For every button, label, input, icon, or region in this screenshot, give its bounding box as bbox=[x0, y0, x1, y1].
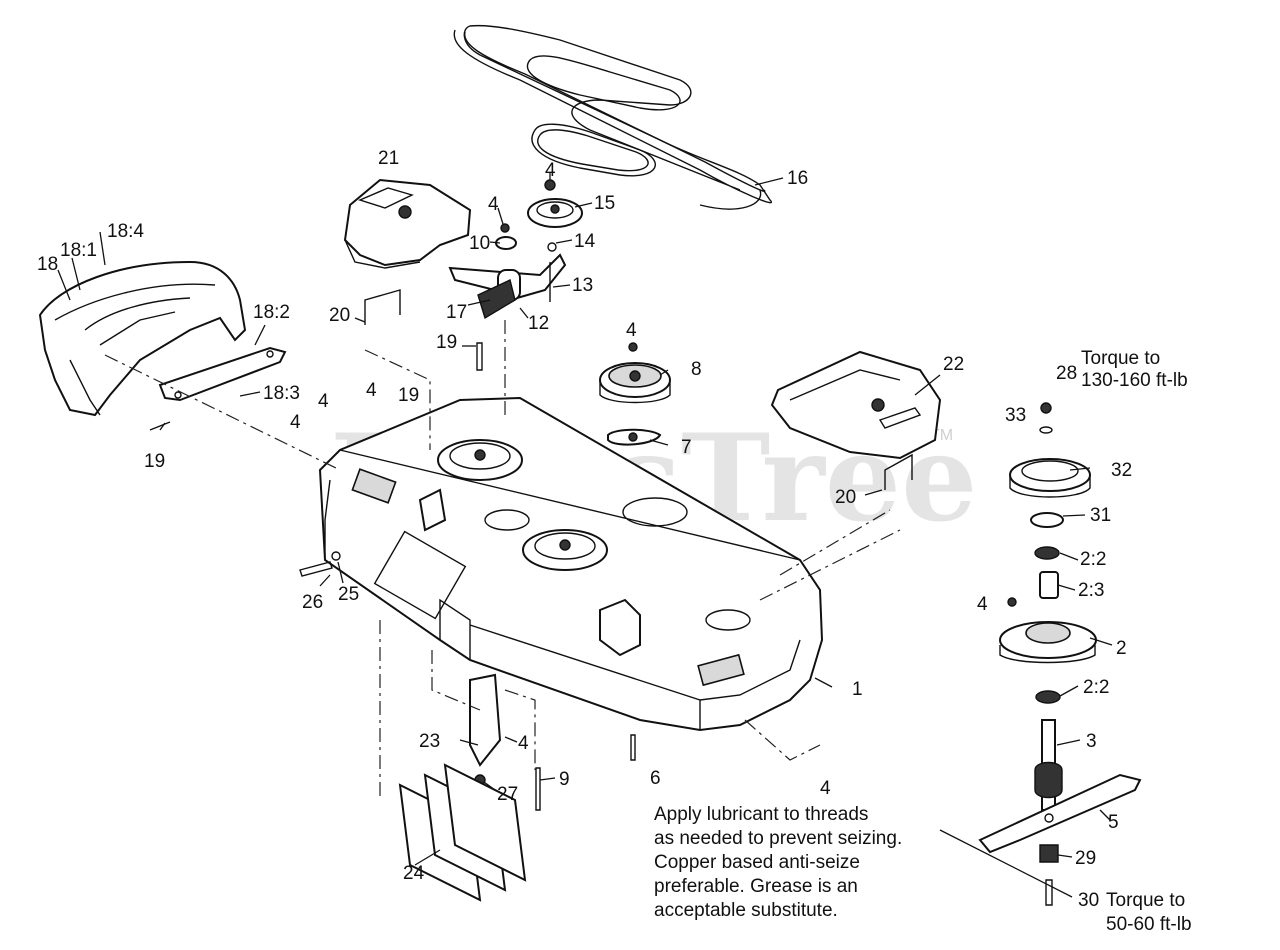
bolt-9 bbox=[535, 767, 541, 811]
washer-25 bbox=[331, 551, 341, 561]
callout-2-3: 2:3 bbox=[1078, 580, 1104, 601]
callout-28: 28 bbox=[1056, 363, 1077, 384]
callout-6: 6 bbox=[650, 768, 661, 789]
callout-32: 32 bbox=[1111, 460, 1132, 481]
bolt-6 bbox=[630, 734, 636, 761]
note-line3: Copper based anti-seize bbox=[654, 852, 860, 873]
callout-3: 3 bbox=[1086, 731, 1097, 752]
callout-4-g: 4 bbox=[977, 594, 988, 615]
callout-8: 8 bbox=[691, 359, 702, 380]
callout-18-3: 18:3 bbox=[263, 383, 300, 404]
blade-5 bbox=[978, 773, 1142, 906]
callout-4-i: 4 bbox=[820, 778, 831, 799]
callout-33: 33 bbox=[1005, 405, 1026, 426]
bolt-19-top bbox=[476, 342, 483, 371]
note-line1: Apply lubricant to threads bbox=[654, 804, 868, 825]
skid-plates-24 bbox=[398, 763, 527, 902]
note-line4: preferable. Grease is an bbox=[654, 876, 858, 897]
note-line5: acceptable substitute. bbox=[654, 900, 838, 921]
callout-4-d: 4 bbox=[366, 380, 377, 401]
callout-18: 18 bbox=[37, 254, 58, 275]
pin-20-right bbox=[884, 453, 913, 490]
callout-21: 21 bbox=[378, 148, 399, 169]
lubricant-note: Apply lubricant to threads as needed to … bbox=[654, 804, 902, 921]
torque-top-line2: 130-160 ft-lb bbox=[1081, 370, 1188, 391]
callout-17: 17 bbox=[446, 302, 467, 323]
bolt-26 bbox=[299, 561, 333, 577]
callout-4-a: 4 bbox=[545, 160, 556, 181]
callout-20-b: 20 bbox=[835, 487, 856, 508]
deck-cover-22 bbox=[770, 350, 942, 460]
alignment-lines bbox=[104, 320, 901, 800]
callout-10: 10 bbox=[469, 233, 490, 254]
torque-bottom-line1: Torque to bbox=[1106, 890, 1185, 911]
belt-16 bbox=[453, 24, 773, 210]
pin-19-left bbox=[149, 421, 171, 431]
callout-4-e: 4 bbox=[318, 391, 329, 412]
callout-27: 27 bbox=[497, 784, 518, 805]
callout-12: 12 bbox=[528, 313, 549, 334]
deck-cover-21 bbox=[343, 178, 472, 269]
callout-24: 24 bbox=[403, 863, 425, 884]
callout-30: 30 bbox=[1078, 890, 1099, 911]
torque-top-line1: Torque to bbox=[1081, 348, 1160, 369]
callout-22: 22 bbox=[943, 354, 964, 375]
deck-cover-18 bbox=[38, 260, 247, 417]
callout-18-4: 18:4 bbox=[107, 221, 144, 242]
torque-bottom-line2: 50-60 ft-lb bbox=[1106, 914, 1192, 935]
bracket-18-2 bbox=[158, 346, 287, 402]
callout-2-2a: 2:2 bbox=[1080, 549, 1106, 570]
idler-assembly bbox=[448, 179, 583, 320]
pin-20-left bbox=[364, 289, 401, 325]
callout-1: 1 bbox=[852, 679, 863, 700]
note-line2: as needed to prevent seizing. bbox=[654, 828, 902, 849]
callout-19-c: 19 bbox=[144, 451, 165, 472]
callout-9: 9 bbox=[559, 769, 570, 790]
callout-18-1: 18:1 bbox=[60, 240, 97, 261]
callout-20-a: 20 bbox=[329, 305, 350, 326]
callout-14: 14 bbox=[574, 231, 596, 252]
callout-26: 26 bbox=[302, 592, 323, 613]
callout-2: 2 bbox=[1116, 638, 1127, 659]
callout-4-h: 4 bbox=[518, 733, 529, 754]
callout-16: 16 bbox=[787, 168, 808, 189]
callout-4-c: 4 bbox=[626, 320, 637, 341]
idler-pulley-8 bbox=[599, 342, 671, 446]
callout-7: 7 bbox=[681, 437, 692, 458]
callout-18-2: 18:2 bbox=[253, 302, 290, 323]
bracket-23 bbox=[469, 673, 502, 767]
callout-4-f: 4 bbox=[290, 412, 301, 433]
spindle-assembly bbox=[999, 402, 1097, 811]
callout-13: 13 bbox=[572, 275, 593, 296]
callout-31: 31 bbox=[1090, 505, 1111, 526]
callout-15: 15 bbox=[594, 193, 615, 214]
callout-29: 29 bbox=[1075, 848, 1096, 869]
callout-23: 23 bbox=[419, 731, 440, 752]
mower-deck-1 bbox=[318, 396, 824, 732]
callout-19-b: 19 bbox=[398, 385, 419, 406]
callout-19-a: 19 bbox=[436, 332, 457, 353]
callout-25: 25 bbox=[338, 584, 359, 605]
callout-4-b: 4 bbox=[488, 194, 499, 215]
leader-lines bbox=[57, 172, 1113, 898]
callout-2-2b: 2:2 bbox=[1083, 677, 1109, 698]
callout-5: 5 bbox=[1108, 812, 1119, 833]
